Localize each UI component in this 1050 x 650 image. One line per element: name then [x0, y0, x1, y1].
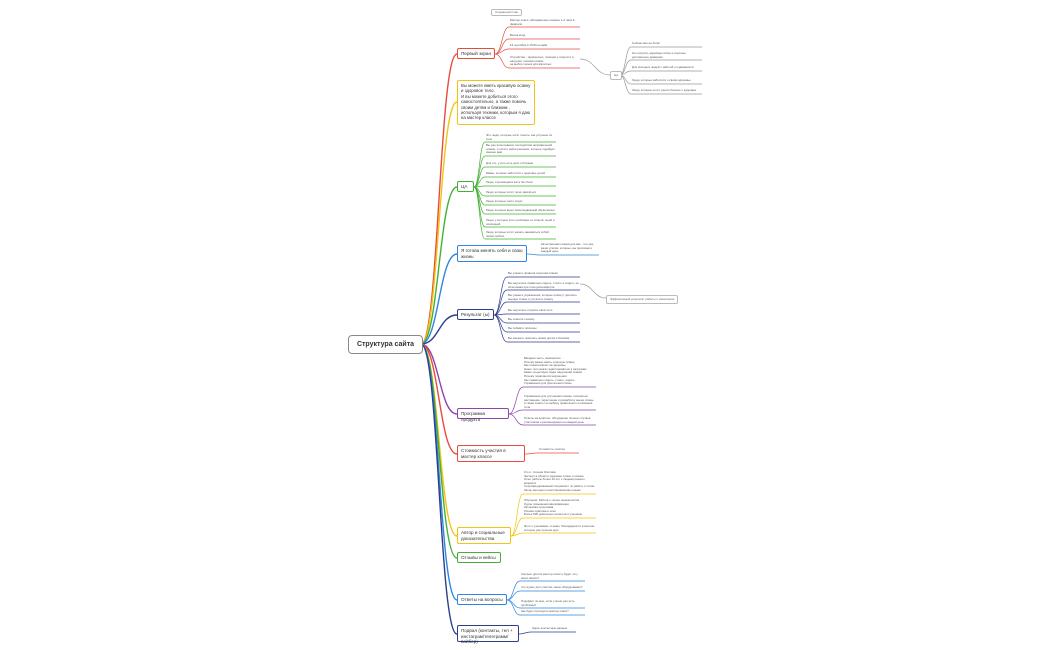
leaf-results-3[interactable]: Вы научитесь слушать своё тело [508, 308, 553, 312]
branch-results[interactable]: Результат (ы) [457, 309, 494, 320]
branch-footer[interactable]: Подвал (контакты, тел + инстаграм/телегр… [457, 625, 519, 644]
branch-author[interactable]: Автор и социальные доказательства [457, 527, 511, 544]
leaf-ca-0[interactable]: Это люди, которые хотят понять, как устр… [486, 133, 553, 141]
connector-results [420, 314, 458, 345]
leaf-first_screen-0[interactable]: Мастер класс «Исправление осанки» 1-2 ча… [510, 18, 575, 26]
note-badge[interactable]: Созданный план [491, 9, 523, 16]
leaf-first_screen-1[interactable]: Весна вход [510, 33, 526, 37]
leaf-footer-0-connector [518, 631, 532, 635]
leaf-faq-0-connector [506, 580, 521, 601]
leaf-program-0[interactable]: Вводная часть, знакомство Почему важно и… [524, 356, 587, 386]
leaf-ca-9[interactable]: Люди, которые хотят начать заниматься со… [486, 230, 549, 238]
leaf-program-1-connector [508, 409, 524, 415]
leaf-ready-0[interactable]: Качественная осанка для вас - это уже ва… [541, 242, 594, 254]
ca-side-node[interactable]: ЦА [610, 71, 623, 80]
leaf-footer-0[interactable]: Здесь контактные данные [532, 626, 568, 630]
leaf-ca-6[interactable]: Люди, которые часто сидят [486, 199, 523, 203]
leaf-faq-3-connector [506, 599, 521, 616]
leaf-results-0-connector [493, 276, 508, 316]
leaf-results-4[interactable]: Вы освоите технику [508, 317, 535, 321]
leaf-program-2[interactable]: Ответы на вопросы, обсуждение личных слу… [524, 416, 591, 424]
branch-cost[interactable]: Стоимость участия в мастер классе [457, 445, 525, 462]
leaf-program-1[interactable]: Упражнения для улучшения осанки, техники… [524, 394, 595, 409]
results-side-note[interactable]: Эффективный результат работы с заказчико… [606, 295, 679, 304]
leaf-results-6-connector [493, 314, 508, 343]
leaf-author-1-connector [510, 517, 524, 537]
leaf-first_screen-3[interactable]: Устройство - гармонично, позиция о скоро… [510, 55, 574, 67]
leaf-ca-1[interactable]: Вы уже испытываете последствия неправиль… [486, 143, 555, 155]
leaf-faq-1-connector [506, 590, 521, 601]
leaf-ca-3[interactable]: Мамы, которые заботятся о здоровье детей [486, 171, 546, 175]
leaf-ca-right-4[interactable]: Люди, которые хотят узнать больше о здор… [632, 88, 697, 92]
connector-author [420, 343, 458, 537]
root-node[interactable]: Структура сайта [348, 335, 423, 354]
leaf-ca-right-0[interactable]: Сейчас мне не болит [632, 41, 661, 45]
branch-program[interactable]: Программа продукта [457, 408, 509, 422]
leaf-ca-right-2[interactable]: Для молодых людей с заботой о подвижност… [632, 65, 694, 69]
leaf-ca-8[interactable]: Люди, у которых есть проблемы со спиной,… [486, 218, 555, 226]
leaf-faq-1[interactable]: Что нужно для участия, какое оборудовани… [521, 585, 583, 589]
leaf-ca-right-1[interactable]: Не получить здоровую спину и хорошее дол… [632, 51, 686, 59]
connector-footer [420, 343, 458, 635]
connector-cost [420, 343, 458, 455]
connector-ca-side [579, 58, 611, 76]
leaf-author-2-connector [510, 532, 524, 537]
branch-faq[interactable]: Ответы на вопросы [457, 594, 507, 605]
leaf-first_screen-3-connector [494, 53, 510, 69]
leaf-ca-5[interactable]: Люди, которые хотят легко двигаться [486, 190, 536, 194]
leaf-results-6[interactable]: Вы сможете помогать своим детям и близки… [508, 336, 570, 340]
branch-promise[interactable]: Вы можете иметь красивую осанку и здоров… [457, 80, 535, 125]
leaf-ca-4[interactable]: Люди, стремящиеся жить без боли [486, 180, 533, 184]
leaf-author-2[interactable]: Фото с учениками, отзывы, благодарности … [524, 524, 595, 532]
leaf-first_screen-0-connector [494, 26, 510, 55]
leaf-author-0-connector [510, 493, 524, 537]
leaf-first_screen-2-connector [494, 48, 510, 55]
leaf-results-1-connector [493, 289, 508, 316]
leaf-cost-0[interactable]: Стоимость участия [539, 447, 565, 451]
leaf-program-0-connector [508, 386, 524, 415]
leaf-ca-9-connector [473, 186, 486, 240]
branch-ready[interactable]: Я готова менять себя и свою жизнь [457, 245, 527, 262]
leaf-program-2-connector [508, 413, 524, 426]
leaf-results-0[interactable]: Вы узнаете правила хорошей осанки [508, 271, 558, 275]
connector-ca [420, 186, 458, 345]
leaf-cost-0-connector [524, 452, 539, 455]
leaf-faq-0[interactable]: Сколько длится мастер класс и будет ли у… [521, 572, 578, 580]
leaf-ca-right-3[interactable]: Люди, которые заботятся о своём здоровье [632, 78, 691, 82]
connector-ready [420, 253, 458, 345]
connector-lines [420, 26, 702, 635]
leaf-results-2[interactable]: Вы узнаете упражнения, которые помогут у… [508, 293, 577, 301]
leaf-ca-8-connector [473, 186, 486, 228]
connector-faq [420, 343, 458, 601]
leaf-ca-0-connector [473, 141, 486, 188]
leaf-author-0[interactable]: Кто я - Ксения Осипова Эксперт в области… [524, 470, 595, 492]
leaf-ready-0-connector [526, 253, 541, 256]
leaf-results-1[interactable]: Вы научитесь правильно сидеть, стоять и … [508, 281, 579, 289]
branch-reviews[interactable]: Отзывы и кейсы [457, 552, 501, 563]
leaf-first_screen-2[interactable]: 16 сентября в 15:00 онлайн [510, 43, 548, 47]
branch-ca[interactable]: ЦА [457, 181, 474, 192]
leaf-author-1[interactable]: Обучение: Работа с телом, кинезиология К… [524, 498, 582, 517]
leaf-ca-7[interactable]: Люди, которые ведут малоподвижный образ … [486, 208, 555, 212]
connector-results-note [579, 283, 607, 299]
connector-promise [420, 101, 458, 345]
leaf-ca-2[interactable]: Для тех, у кого есть дети и близкие [486, 161, 534, 165]
leaf-faq-2[interactable]: Подойдёт ли мне, если у меня уже есть пр… [521, 599, 575, 607]
leaf-results-5[interactable]: Вы поймёте причины [508, 326, 537, 330]
leaf-faq-3[interactable]: Как будет проходить мастер класс? [521, 609, 569, 613]
branch-first-screen[interactable]: Первый экран [457, 48, 495, 59]
